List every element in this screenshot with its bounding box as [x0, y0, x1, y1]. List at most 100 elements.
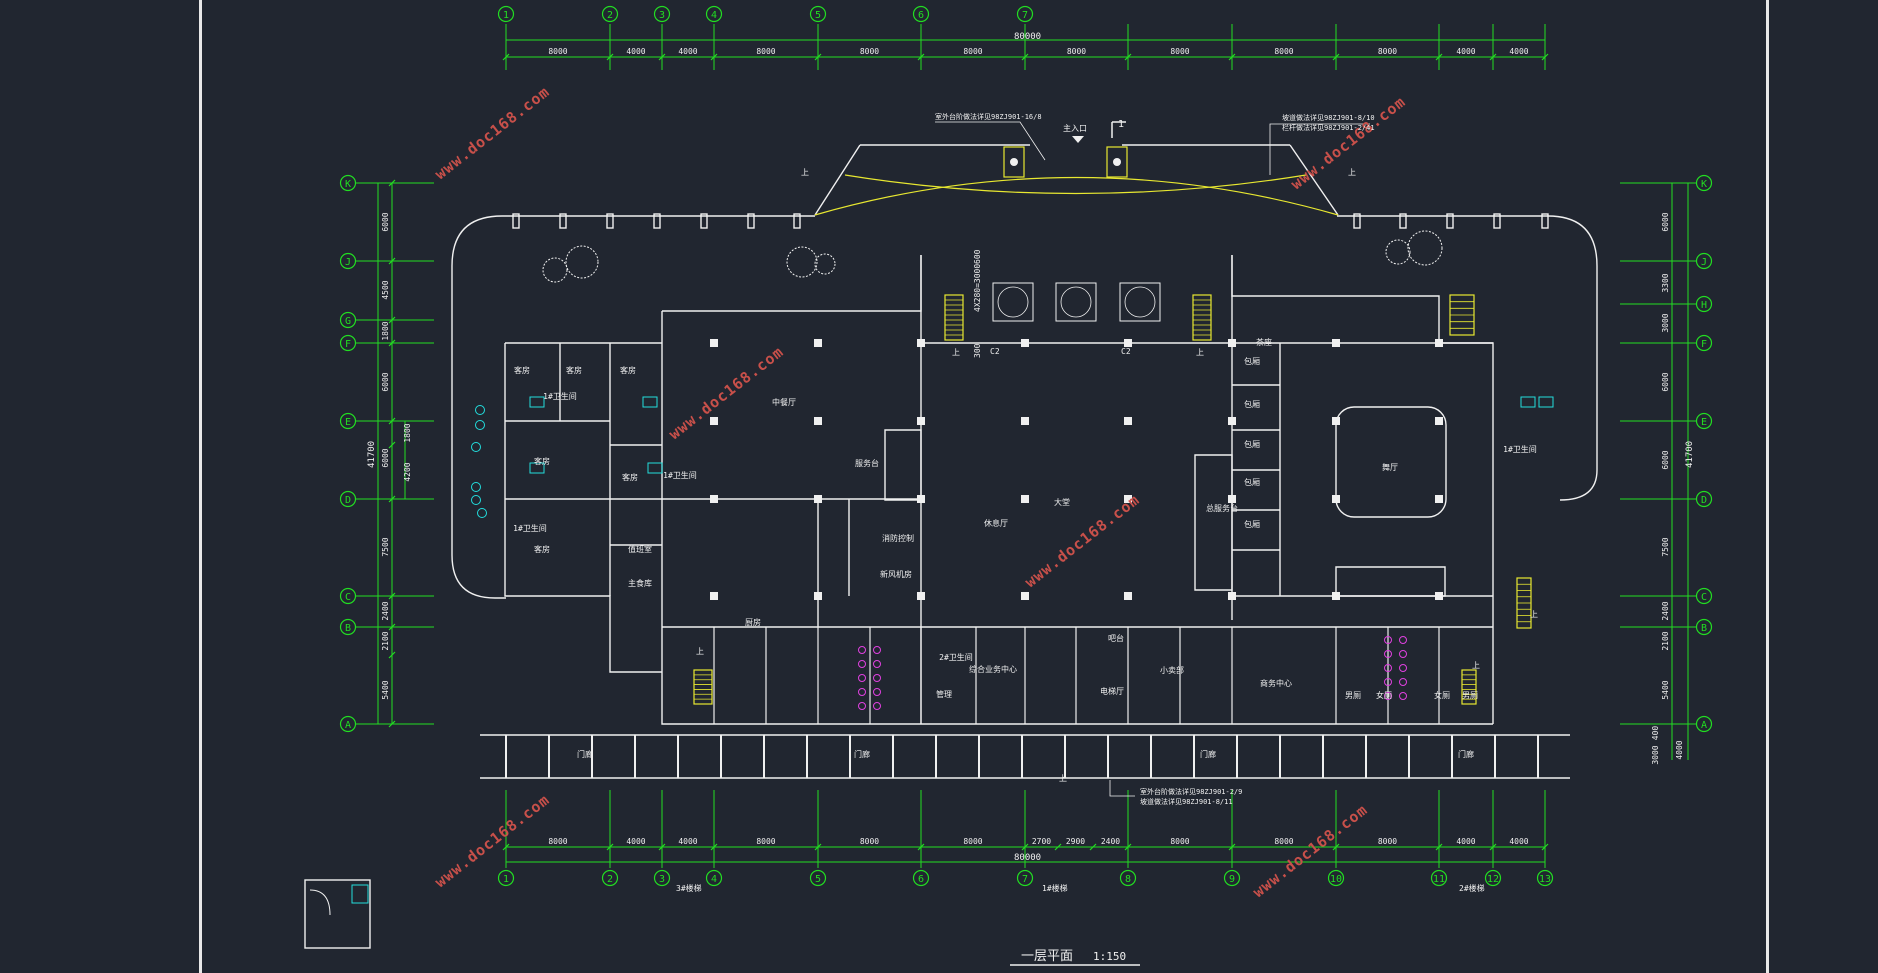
grid-bottom-12-bubble [1484, 869, 1502, 887]
structural-column [1332, 495, 1340, 503]
grid-top-1-bubble [497, 5, 515, 23]
wall-central-partitions [662, 498, 1493, 628]
grid-top-4-bubble [705, 5, 723, 23]
up-marker: 上 [1472, 661, 1480, 670]
colonnade-column [1408, 735, 1410, 778]
dim-bottom-value: 8000 [548, 837, 567, 846]
dim-tick [1541, 53, 1549, 61]
grid-right-A-label: A [1701, 720, 1707, 731]
dim-bottom-value: 8000 [1170, 837, 1189, 846]
washbasin [647, 462, 663, 474]
colonnade-column [892, 735, 894, 778]
dim-bottom-value: 8000 [1274, 837, 1293, 846]
grid-left-F-label: F [345, 339, 351, 350]
colonnade-column [1236, 735, 1238, 778]
hvac-unit [1055, 282, 1097, 322]
grid-bottom-13-bubble [1536, 869, 1554, 887]
structural-column [710, 417, 718, 425]
dim-bottom-value: 8000 [1378, 837, 1397, 846]
grid-top-2-bubble [601, 5, 619, 23]
toilet-fixture [1384, 664, 1392, 672]
colonnade-column [1021, 735, 1023, 778]
terrace-post [700, 213, 708, 229]
grid-top-6-label: 6 [918, 10, 924, 21]
watermark-text: www.doc168.com [431, 791, 553, 892]
dim-tick [502, 53, 510, 61]
room-label: 1#卫生间 [663, 470, 697, 480]
wall-main-northeast [1231, 255, 1494, 724]
tree [565, 245, 599, 279]
room-label: 包厢 [1244, 477, 1260, 487]
up-marker: 上 [1530, 610, 1538, 619]
dim-tick [710, 843, 718, 851]
grid-top-1-label: 1 [503, 10, 509, 21]
dim-left-value: 6000 [381, 212, 390, 231]
stair-main-left [944, 294, 964, 341]
toilet-fixture [858, 688, 866, 696]
room-label: 客房 [514, 365, 530, 375]
dim-tick [1228, 53, 1236, 61]
dim-top-value: 8000 [548, 47, 567, 56]
dim-tick [814, 53, 822, 61]
stair-main-right [1192, 294, 1212, 341]
dim-tick [388, 257, 396, 265]
toilet-fixture [873, 646, 881, 654]
colonnade-column [935, 735, 937, 778]
dim-tick [1435, 843, 1443, 851]
hvac-fan [1124, 286, 1156, 318]
dim-tick [1021, 53, 1029, 61]
grid-bottom-7-bubble [1016, 869, 1034, 887]
tree [814, 253, 836, 275]
dim-right-value: 3300 [1661, 273, 1670, 292]
grid-left-K-bubble [339, 174, 357, 192]
colonnade-column [634, 735, 636, 778]
watermark-text: www.doc168.com [1249, 801, 1371, 902]
room-label: 茶座 [1256, 337, 1272, 347]
grid-left-B-label: B [345, 623, 351, 634]
dim-bottom-value: 8000 [756, 837, 775, 846]
grid-right-E-bubble [1695, 412, 1713, 430]
structural-column [1021, 592, 1029, 600]
structural-column [917, 495, 925, 503]
dim-top-value: 8000 [1274, 47, 1293, 56]
detail-bubble [471, 495, 481, 505]
dim-right-value: 5400 [1661, 680, 1670, 699]
colonnade-column [720, 735, 722, 778]
room-label: 客房 [620, 365, 636, 375]
dim-top-value: 8000 [756, 47, 775, 56]
structural-column [1332, 417, 1340, 425]
colonnade-column [1279, 735, 1281, 778]
toilet-fixture [1384, 650, 1392, 658]
room-label: 女厕 [1434, 690, 1450, 700]
grid-right-D-bubble [1695, 490, 1713, 508]
detail-bubble [475, 405, 485, 415]
section-mark: 1 [1118, 119, 1124, 130]
grid-left-J-bubble [339, 252, 357, 270]
toilet-fixture [873, 702, 881, 710]
outline-west-terrace [451, 215, 815, 599]
grid-bottom-13-label: 13 [1539, 874, 1551, 885]
toilet-fixture [873, 674, 881, 682]
dim-top-value: 8000 [1170, 47, 1189, 56]
grid-bottom-11-bubble [1430, 869, 1448, 887]
note-bottom-2: 坡道做法详见98ZJ901-8/11 [1140, 797, 1233, 806]
colonnade-column [1193, 735, 1195, 778]
colonnade-column [1537, 735, 1539, 778]
grid-left-A-bubble [339, 715, 357, 733]
watermark-text: www.doc168.com [431, 83, 553, 184]
drawing-title: 一层平面 [1021, 949, 1073, 964]
room-label: 1#卫生间 [1503, 444, 1537, 454]
stair-3-label: 3#楼梯 [676, 883, 702, 893]
up-marker: 上 [952, 348, 960, 357]
grid-top-5-label: 5 [815, 10, 821, 21]
grid-top-3-bubble [653, 5, 671, 23]
note-top-right-1: 坡道做法详见98ZJ901-8/10 [1282, 113, 1375, 122]
grid-bottom-6-bubble [912, 869, 930, 887]
grid-left-A-label: A [345, 720, 351, 731]
toilet-fixture [858, 702, 866, 710]
tree [786, 246, 818, 278]
tree [542, 257, 568, 283]
dim-bottom-value: 2400 [1101, 837, 1120, 846]
